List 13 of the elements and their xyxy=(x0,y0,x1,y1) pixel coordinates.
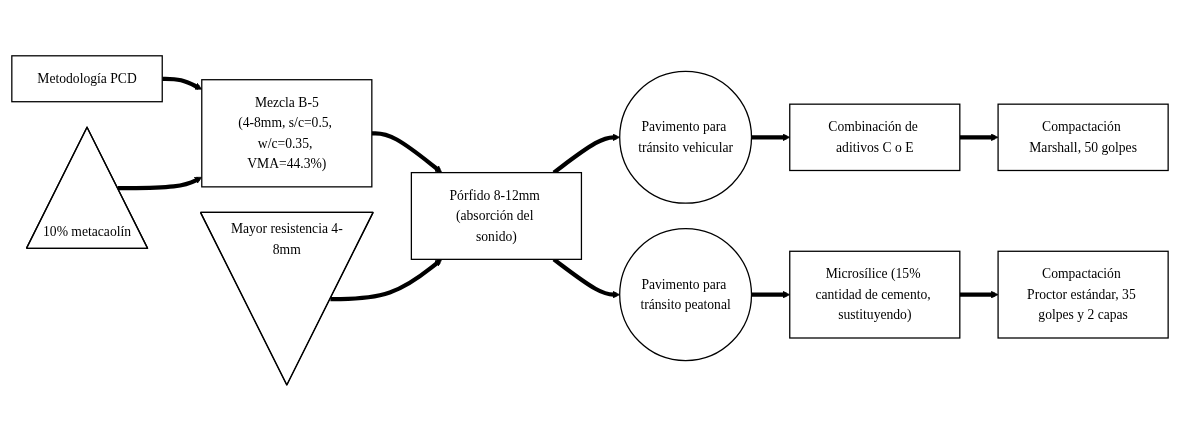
node-box: Metodología PCD xyxy=(11,54,163,102)
node-box: Microsílice (15% cantidad de cemento, sustituyendo) xyxy=(789,250,961,339)
arrow xyxy=(959,133,999,141)
node-box: Compactación Marshall, 50 golpes xyxy=(997,103,1169,171)
node-box: Combinación de aditivos C o E xyxy=(789,103,961,171)
node-box: Compactación Proctor estándar, 35 golpes y 2 capas xyxy=(997,250,1169,339)
arrow xyxy=(330,258,443,301)
node-box: Mezcla B-5 (4-8mm, s/c=0.5, w/c=0.35, VMA=44.3%) xyxy=(201,78,373,188)
node-circle: Pavimento para tránsito vehicular xyxy=(619,70,753,204)
node-box: Pórfido 8-12mm (absorción del sonido) xyxy=(410,171,583,260)
arrow xyxy=(371,130,443,173)
arrow xyxy=(959,290,999,298)
node-circle: Pavimento para tránsito peatonal xyxy=(619,227,753,361)
